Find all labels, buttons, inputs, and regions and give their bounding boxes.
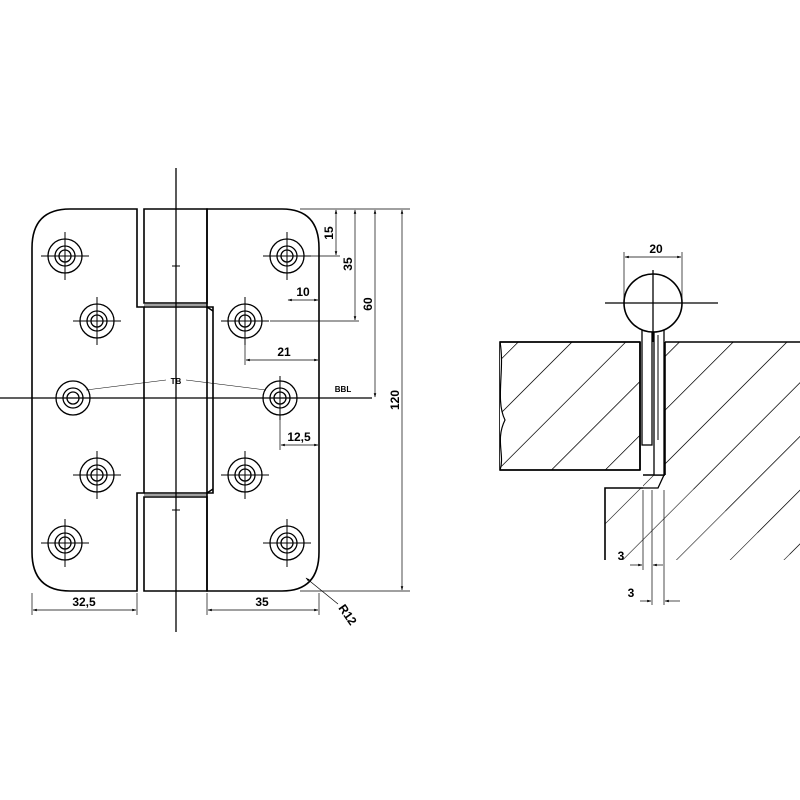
label-tb: TB <box>171 377 182 386</box>
upper-knuckle <box>143 208 208 304</box>
dim-60: 60 <box>361 297 375 311</box>
front-dimension-lines <box>31 208 410 615</box>
frame-section <box>605 342 800 560</box>
hole-centerlines <box>41 232 311 567</box>
dim-r12: R12 <box>336 602 360 628</box>
dim-3-upper: 3 <box>618 549 625 563</box>
knuckle-centerline-ticks <box>172 265 180 511</box>
dim-15: 15 <box>322 226 336 240</box>
dim-12-5: 12,5 <box>287 430 311 444</box>
dim-10: 10 <box>296 285 310 299</box>
dim-21: 21 <box>277 345 291 359</box>
lower-knuckle <box>143 496 208 592</box>
dim-3-lower: 3 <box>628 586 635 600</box>
main-centerlines <box>0 168 372 632</box>
label-bbl: BBL <box>335 385 352 394</box>
tb-lines <box>85 379 267 391</box>
left-leaf-outline <box>31 208 145 592</box>
hinge-section-view <box>499 252 800 605</box>
dim-32-5: 32,5 <box>72 595 96 609</box>
dim-120: 120 <box>388 390 402 410</box>
dim-35-vertical: 35 <box>341 257 355 271</box>
dim-35-bottom: 35 <box>255 595 269 609</box>
dim-20: 20 <box>649 242 663 256</box>
